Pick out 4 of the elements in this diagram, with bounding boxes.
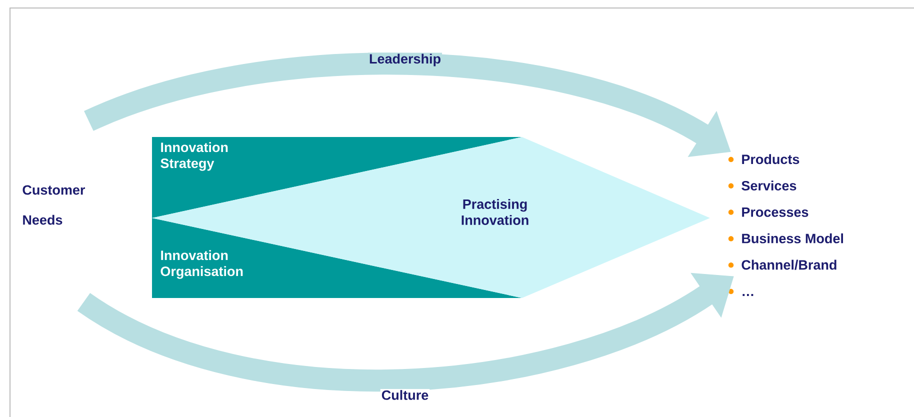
side-label: Customer Needs	[22, 185, 86, 225]
edge-label: Leadership	[368, 52, 442, 68]
edge-label: Culture	[380, 389, 430, 401]
outcome-list: Products Services Processes Business Model Channel/Brand …	[742, 154, 843, 296]
